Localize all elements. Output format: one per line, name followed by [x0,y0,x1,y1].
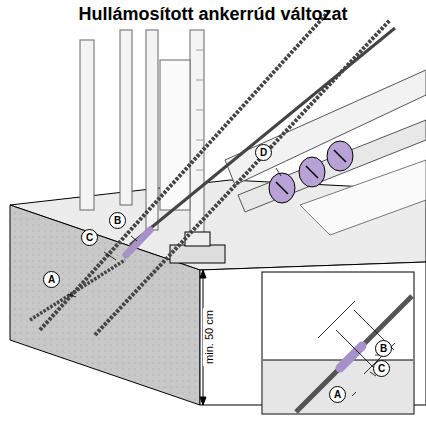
callout-letter: A [329,386,346,403]
callout-letter: D [255,144,272,161]
callout-letter: B [375,340,392,357]
dimension-label: min. 50 cm [203,308,215,366]
callout-letter: C [81,229,98,246]
title: Hullámosított ankerrúd változat [0,4,426,25]
callout-letter: C [373,360,390,377]
callout-letter: B [109,212,126,229]
callout-letter: A [43,271,60,288]
